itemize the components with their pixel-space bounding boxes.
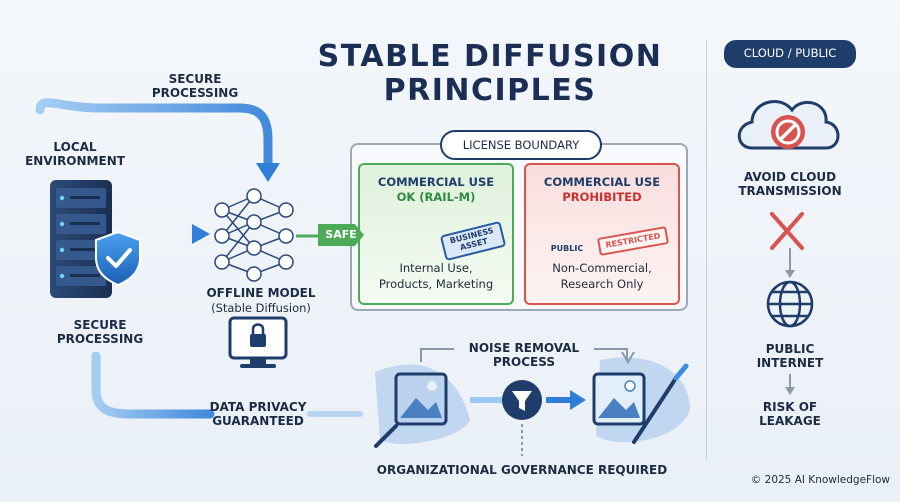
- avoid-cloud-label: AVOID CLOUD TRANSMISSION: [738, 170, 842, 199]
- no-title: COMMERCIAL USE: [543, 175, 661, 189]
- title-line-1: STABLE DIFFUSION: [317, 39, 663, 74]
- down-arrow-icon: [785, 374, 795, 395]
- safe-tag: SAFE: [318, 224, 364, 246]
- data-privacy-label: DATA PRIVACY GUARANTEED: [209, 400, 307, 429]
- noisy-image-icon: [374, 364, 470, 448]
- globe-icon: [766, 280, 814, 328]
- secure-processing-bottom-label: SECURE PROCESSING: [56, 318, 144, 347]
- copyright-text: © 2025 AI KnowledgeFlow: [750, 474, 890, 486]
- noise-removal-label: NOISE REMOVAL PROCESS: [454, 341, 594, 370]
- governance-label: ORGANIZATIONAL GOVERNANCE REQUIRED: [376, 463, 668, 477]
- monitor-lock-icon: [228, 316, 288, 368]
- no-description: Non-Commercial, Research Only: [552, 261, 652, 291]
- offline-model-sub: (Stable Diffusion): [211, 301, 311, 315]
- ok-description: Internal Use, Products, Marketing: [378, 261, 494, 291]
- blocked-x-icon: [770, 212, 804, 278]
- server-icon: [50, 180, 112, 298]
- filter-icon: [470, 380, 586, 456]
- neural-network-icon: [214, 188, 294, 282]
- local-environment-label: LOCAL ENVIRONMENT: [25, 140, 125, 169]
- cloud-prohibited-icon: [737, 100, 840, 150]
- no-subtitle: PROHIBITED: [562, 189, 642, 204]
- cloud-public-header: CLOUD / PUBLIC: [724, 40, 856, 68]
- public-internet-label: PUBLIC INTERNET: [756, 342, 824, 371]
- public-sign-text: PUBLIC: [550, 244, 584, 253]
- ok-subtitle: OK (RAIL-M): [396, 189, 476, 204]
- license-boundary-pill: LICENSE BOUNDARY: [440, 130, 602, 160]
- shield-check-icon: [95, 230, 141, 287]
- offline-model-label: OFFLINE MODEL: [206, 286, 316, 300]
- column-divider: [706, 40, 707, 460]
- noise-bracket-arrow: [621, 351, 635, 364]
- title-line-2: PRINCIPLES: [383, 72, 597, 108]
- secure-processing-top-label: SECURE PROCESSING: [151, 72, 239, 101]
- clean-image-icon: [592, 357, 690, 444]
- ok-title: COMMERCIAL USE: [377, 175, 495, 189]
- server-to-model-arrow: [145, 224, 210, 244]
- risk-of-leakage-label: RISK OF LEAKAGE: [759, 400, 821, 429]
- data-privacy-arrow: [91, 351, 363, 419]
- secure-processing-top-arrow: [35, 98, 280, 182]
- page-title: STABLE DIFFUSION PRINCIPLES: [300, 40, 680, 107]
